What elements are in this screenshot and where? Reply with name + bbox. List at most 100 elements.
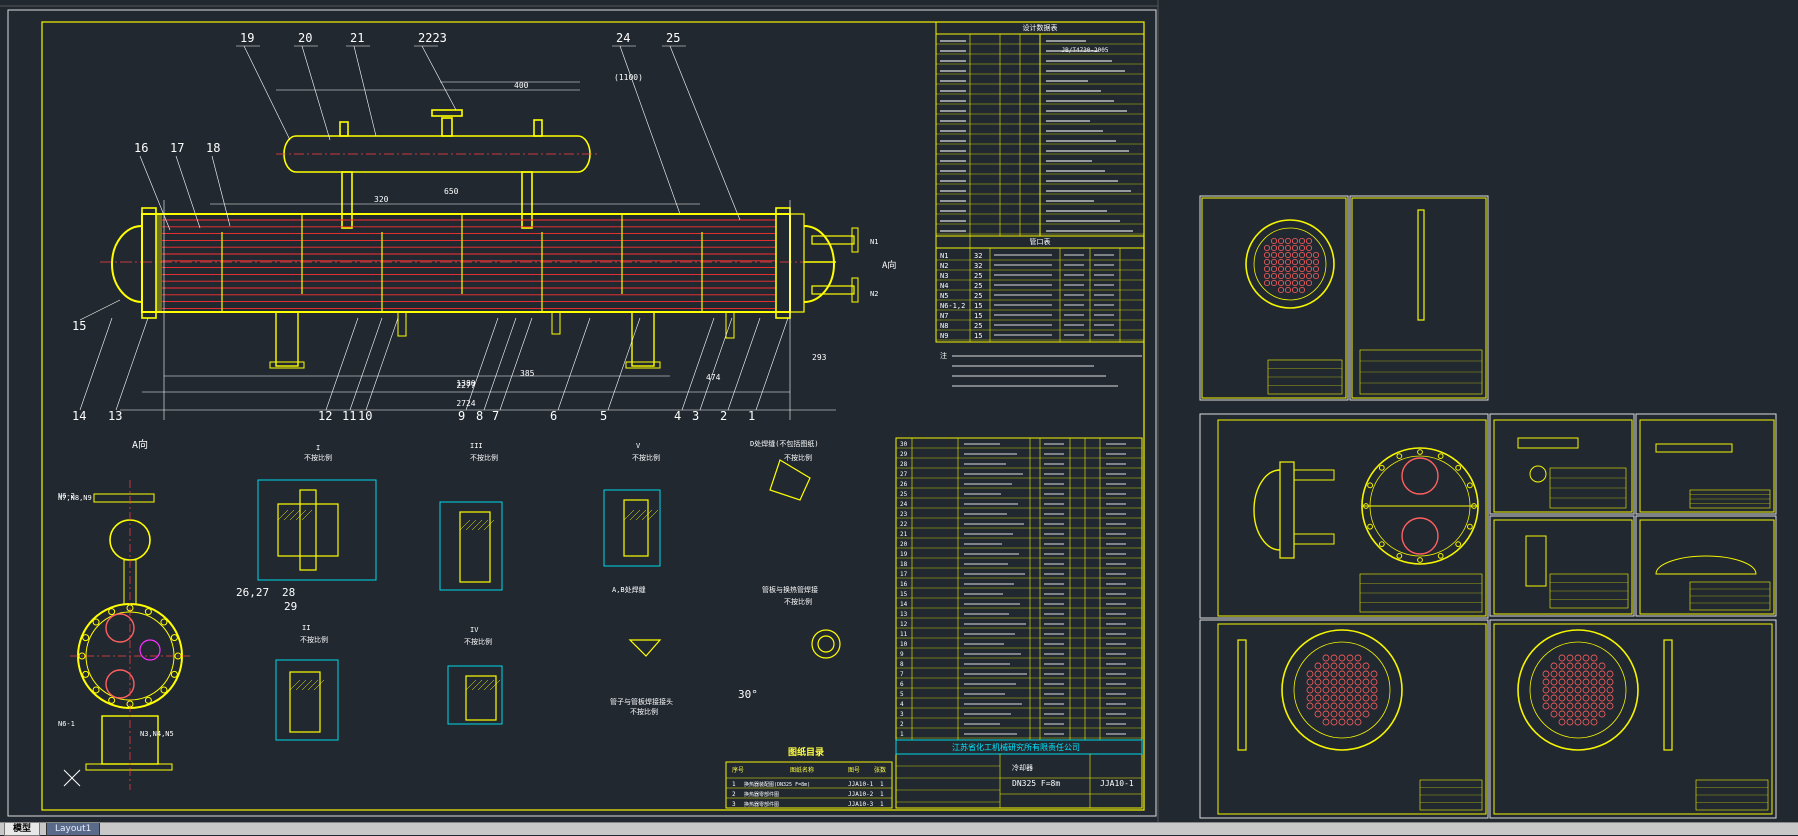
nozzle-id: N3 — [940, 272, 948, 280]
tube-hole — [1362, 694, 1370, 702]
tube-hole — [1306, 678, 1314, 686]
nozzle-n1-label: N1 — [870, 238, 878, 246]
dim-385: 385 — [520, 369, 535, 378]
tube-hole — [1284, 279, 1292, 287]
tube-hole — [1574, 710, 1582, 718]
balloon-number: 10 — [358, 409, 372, 423]
tube-hole — [1354, 654, 1362, 662]
tube-hole — [1558, 678, 1566, 686]
balloon-leader — [421, 45, 457, 111]
tube-hole — [1346, 678, 1354, 686]
parts-row-number: 2 — [900, 721, 904, 728]
balloon-leader — [465, 317, 499, 411]
detail-label: 30° — [738, 688, 758, 701]
title-block: 江苏省化工机械研究所有限责任公司 冷却器 DN325 F=8m JJA10-1 — [895, 739, 1143, 809]
layout-tab-bar: 模型 Layout1 — [0, 822, 1798, 836]
tube-hole — [1291, 286, 1299, 294]
hatch-line — [471, 519, 483, 531]
tube-hole — [1558, 654, 1566, 662]
nozzle-dn: 32 — [974, 252, 982, 260]
tube-hole — [1291, 251, 1299, 259]
tube-hole — [1590, 718, 1598, 726]
tube-hole — [1574, 678, 1582, 686]
tube-hole — [1542, 702, 1550, 710]
parts-row-number: 14 — [900, 601, 908, 608]
parts-row-number: 21 — [900, 531, 908, 538]
parts-row-number: 25 — [900, 491, 908, 498]
balloon-leader — [557, 317, 591, 411]
balloon-number: 3 — [692, 409, 699, 423]
detail-label: III — [470, 442, 483, 450]
balloon-number: 1 — [748, 409, 755, 423]
tube-hole — [1542, 686, 1550, 694]
tube-hole — [1362, 710, 1370, 718]
part-name: 冷却器 — [1012, 763, 1033, 772]
top-drum — [276, 109, 600, 229]
nozzle-n61-label: N6-1 — [58, 720, 75, 728]
tube-hole — [1291, 279, 1299, 287]
bolt-hole — [1466, 523, 1473, 530]
tube-hole — [1582, 694, 1590, 702]
balloon-leader — [79, 317, 113, 411]
tab-model[interactable]: 模型 — [4, 823, 41, 836]
tube-hole — [1312, 258, 1320, 266]
tube-hole — [1558, 694, 1566, 702]
tube-hole — [1291, 272, 1299, 280]
bolt-hole — [78, 652, 86, 660]
detail-label: 28 — [282, 586, 295, 599]
tab-layout1[interactable]: Layout1 — [46, 823, 101, 836]
tube-hole — [1306, 702, 1314, 710]
product-spec: DN325 F=8m — [1012, 779, 1060, 788]
tube-hole — [1550, 710, 1558, 718]
balloon-number: 8 — [476, 409, 483, 423]
company-name: 江苏省化工机械研究所有限责任公司 — [952, 742, 1080, 752]
drawing-list-seq: 1 — [732, 781, 736, 788]
drawing-list-number: JJA10-1 — [848, 781, 874, 788]
tube-hole — [1346, 662, 1354, 670]
tube-hole — [1566, 670, 1574, 678]
balloon-number: 6 — [550, 409, 557, 423]
drawing-list-header-cell: 图纸名称 — [790, 766, 814, 774]
tube-hole — [1330, 710, 1338, 718]
tube-hole — [1330, 694, 1338, 702]
tube-hole — [1354, 710, 1362, 718]
dim-474: 474 — [706, 373, 721, 382]
tube-hole — [1606, 702, 1614, 710]
hatch-line — [289, 679, 301, 691]
nozzle-dn: 32 — [974, 262, 982, 270]
tube-hole — [1284, 272, 1292, 280]
tube-hole — [1338, 710, 1346, 718]
tube-hole — [1305, 237, 1313, 245]
parts-row-number: 7 — [900, 671, 904, 678]
balloon-leader — [349, 317, 383, 411]
tube-hole — [1566, 678, 1574, 686]
tube-hole — [1566, 686, 1574, 694]
right-sheets — [1199, 195, 1777, 819]
tube-hole — [1346, 702, 1354, 710]
tube-hole — [1542, 694, 1550, 702]
tube-hole — [1346, 718, 1354, 726]
dim-2277: 2277 — [456, 381, 475, 390]
hatch-line — [289, 509, 301, 521]
tube-hole — [1582, 702, 1590, 710]
nozzle-table-header: 管口表 — [1030, 237, 1051, 246]
drawing-number: JJA10-1 — [1100, 779, 1134, 788]
main-shell — [100, 207, 859, 369]
tube-hole — [1284, 244, 1292, 252]
tube-hole — [1330, 686, 1338, 694]
balloon-leader — [243, 45, 291, 141]
parts-row-number: 23 — [900, 511, 908, 518]
bolt-hole — [1455, 464, 1462, 471]
drawing-list-name: 换热器零部件图 — [744, 801, 779, 808]
tube-hole — [1582, 718, 1590, 726]
hatch-line — [635, 509, 647, 521]
tube-hole — [1291, 237, 1299, 245]
parts-row-number: 18 — [900, 561, 908, 568]
parts-row-number: 5 — [900, 691, 904, 698]
detail-label: 29 — [284, 600, 297, 613]
tube-hole — [1346, 654, 1354, 662]
nozzle-id: N1 — [940, 252, 948, 260]
drawing-list-name: 换热器装配图(DN325 F=8m) — [744, 781, 810, 788]
